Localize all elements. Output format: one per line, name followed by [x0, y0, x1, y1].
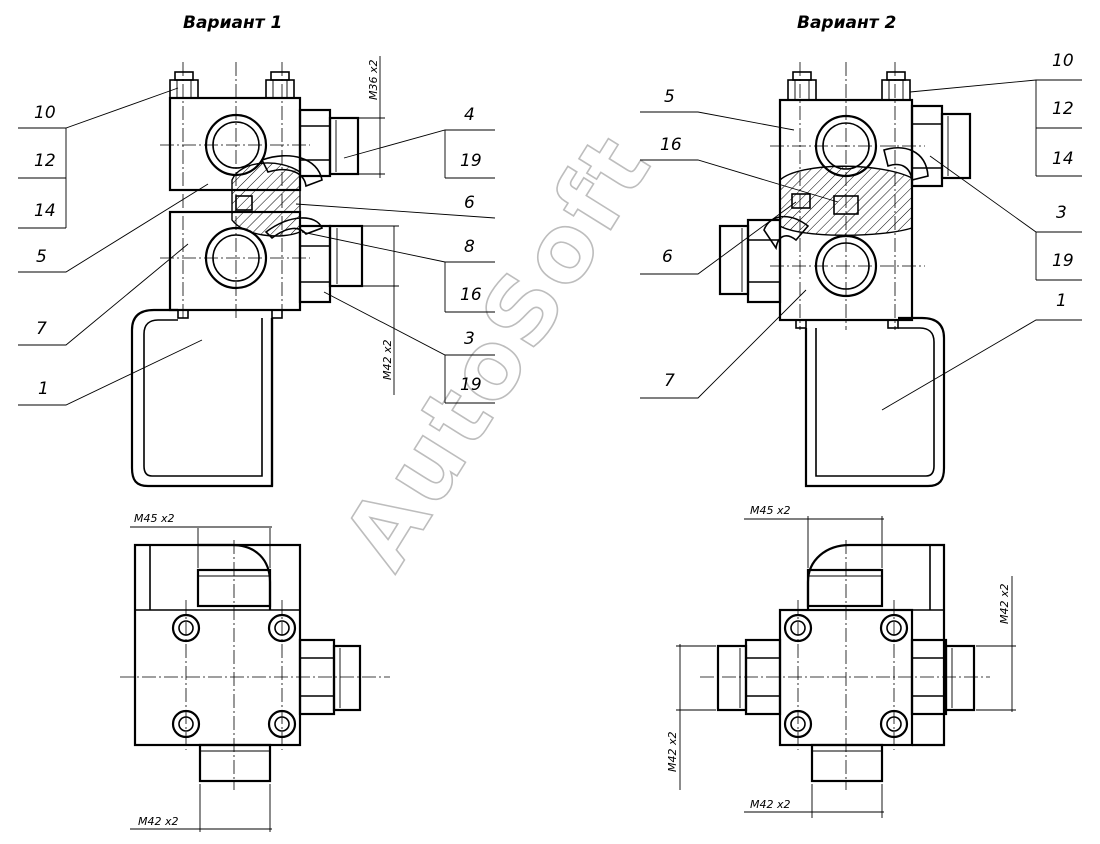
fitting-lower-right [298, 224, 364, 304]
v2-callout-10: 10 [1052, 51, 1074, 71]
v1-callout-12: 12 [34, 151, 56, 171]
v1-callout-1: 1 [38, 379, 49, 399]
fitting-right [883, 104, 972, 188]
top-bolt-left [787, 71, 817, 101]
section-cutaway [231, 162, 301, 237]
v1-callout-10: 10 [34, 103, 56, 123]
v2-callout-3: 3 [1056, 203, 1067, 223]
watermark: AutoSoft [323, 115, 673, 587]
v1-callout-6: 6 [464, 193, 475, 213]
dim-m42-horizontal: М42 х2 [138, 815, 179, 828]
dim-m42-bottom: М42 х2 [750, 798, 791, 811]
dim-m42-vertical: М42 х2 [381, 340, 394, 381]
title-variant-2: Вариант 2 [797, 13, 896, 33]
v2-callout-7: 7 [664, 371, 675, 391]
bottom-port-m42 [810, 743, 884, 783]
v1-callout-19a: 19 [460, 151, 482, 171]
v1-callout-8: 8 [464, 237, 475, 257]
v1-callout-5: 5 [36, 247, 47, 267]
v2-callout-14: 14 [1052, 149, 1074, 169]
mounting-bracket [795, 316, 946, 488]
v1-callout-4: 4 [464, 105, 475, 125]
variant1-front-view: М36 х2 М42 х2 10 12 14 5 7 1 4 19 6 8 16… [18, 56, 496, 488]
dim-m36: М36 х2 [367, 60, 380, 101]
v2-callout-6: 6 [662, 247, 673, 267]
v2-callout-5: 5 [664, 87, 675, 107]
top-view-body [133, 543, 302, 747]
top-bolt-right [881, 71, 911, 101]
v1-callout-3: 3 [464, 329, 475, 349]
v1-callout-19b: 19 [460, 375, 482, 395]
v1-callout-16: 16 [460, 285, 482, 305]
top-bolt-left [169, 71, 199, 99]
dim-m45: М45 х2 [134, 512, 175, 525]
fitting-upper-right [298, 108, 360, 178]
top-bolt-right [265, 71, 295, 99]
dim-m45: М45 х2 [750, 504, 791, 517]
v1-callout-7: 7 [36, 319, 47, 339]
v1-callout-14: 14 [34, 201, 56, 221]
v2-callout-16: 16 [660, 135, 682, 155]
v2-callout-19: 19 [1052, 251, 1074, 271]
v2-callout-12: 12 [1052, 99, 1074, 119]
variant1-top-view: М45 х2 М42 х2 [120, 512, 390, 832]
dim-m42-left: М42 х2 [666, 732, 679, 773]
dim-m42-right: М42 х2 [998, 584, 1011, 625]
bottom-port-m42 [198, 743, 272, 783]
title-variant-1: Вариант 1 [183, 13, 282, 33]
mounting-bracket [130, 308, 283, 488]
variant2-top-view: М45 х2 М42 х2 М42 х2 М42 х2 [666, 504, 1016, 818]
top-port-m45 [806, 568, 884, 608]
variant2-front-view: 5 16 6 7 10 12 14 3 19 1 [640, 51, 1082, 488]
fitting-left [718, 215, 810, 304]
v2-callout-1: 1 [1056, 291, 1067, 311]
